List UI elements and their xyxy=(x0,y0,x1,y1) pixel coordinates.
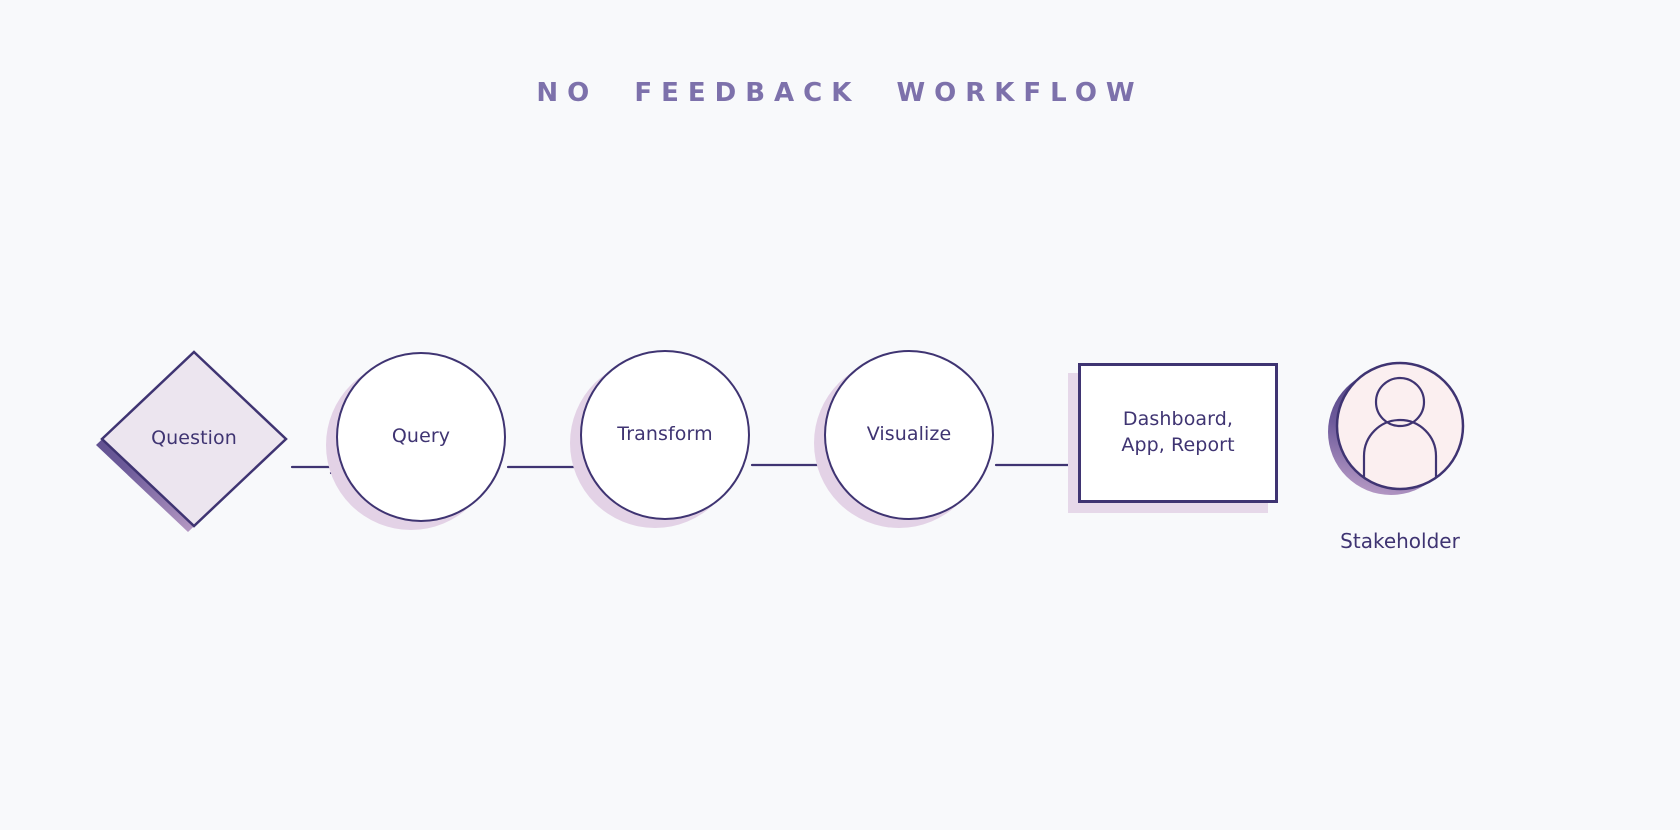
circle-body xyxy=(824,350,994,520)
node-stakeholder[interactable] xyxy=(1328,355,1470,495)
diagram-title: NO FEEDBACK WORKFLOW xyxy=(536,78,1144,108)
node-query[interactable]: Query xyxy=(326,352,506,530)
node-label-stakeholder: Stakeholder xyxy=(1340,529,1460,553)
rectangle-body xyxy=(1078,363,1278,503)
stakeholder-avatar-icon xyxy=(1328,361,1465,495)
node-question[interactable]: Question xyxy=(96,344,292,534)
circle-body xyxy=(580,350,750,520)
node-visualize[interactable]: Visualize xyxy=(814,350,994,528)
node-transform[interactable]: Transform xyxy=(570,350,750,528)
circle-body xyxy=(336,352,506,522)
node-output[interactable]: Dashboard, App, Report xyxy=(1068,363,1278,513)
diamond-body xyxy=(100,350,288,528)
